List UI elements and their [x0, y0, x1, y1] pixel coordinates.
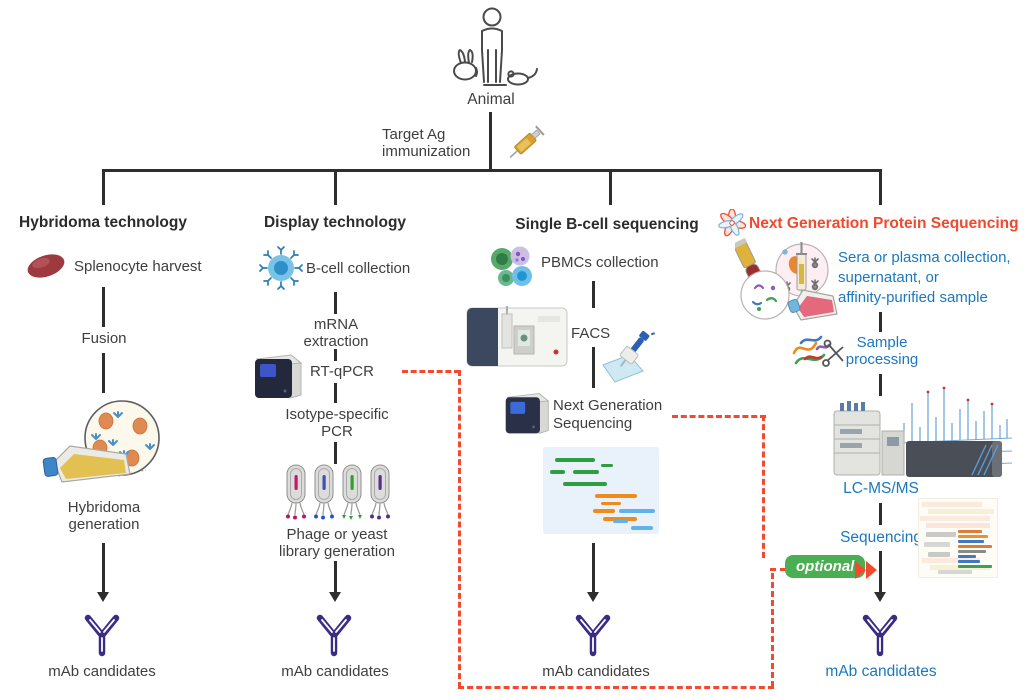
col4-step-processing: Sample processing — [845, 334, 919, 368]
antibody-icon — [84, 614, 120, 657]
col4-step-lcms: LC-MS/MS — [843, 480, 919, 497]
connector-col4-c — [879, 503, 882, 525]
connector-stub-col4 — [879, 169, 882, 205]
antibody-icon — [575, 614, 611, 657]
protein-scissors-icon — [792, 335, 844, 367]
connector-col4-b — [879, 374, 882, 396]
col3-step-facs: FACS — [571, 325, 611, 342]
connector-col1-a — [102, 287, 105, 327]
connector-stub-col1 — [102, 169, 105, 205]
dashed-path-into-badge — [770, 568, 786, 571]
dashed-path-ngs-vertical — [762, 415, 765, 558]
connector-col3-b — [592, 347, 595, 388]
dashed-path-ngs-out — [672, 415, 766, 418]
antibody-icon — [316, 614, 352, 657]
dashed-path-right-vertical — [771, 573, 774, 687]
sequence-reads-panel — [543, 447, 659, 534]
col2-final-label: mAb candidates — [281, 663, 389, 680]
col1-title: Hybridoma technology — [19, 214, 187, 231]
col3-step-ngs: Next Generation Sequencing — [553, 397, 663, 432]
phage-icons — [286, 464, 390, 520]
col4-step-sera: Sera or plasma collection, supernatant, … — [838, 249, 1011, 306]
pbmc-cells-icon — [491, 246, 532, 286]
dashed-path-bottom — [458, 686, 774, 689]
sample-collection-icons — [735, 238, 838, 321]
connector-col3-a — [592, 281, 595, 308]
sequencer-icon — [505, 392, 550, 434]
col4-final-label: mAb candidates — [825, 663, 937, 680]
spleen-icon — [27, 254, 65, 278]
animal-label: Animal — [467, 91, 515, 108]
pipette-plate-icon — [602, 330, 655, 383]
optional-arrowheads-icon — [855, 561, 877, 579]
col2-step-library: Phage or yeast library generation — [279, 526, 395, 560]
connector-col2-d — [334, 442, 337, 464]
immunization-label: Target Ag immunization — [382, 126, 471, 160]
lcms-instrument-icon — [833, 386, 1013, 477]
person-with-rabbit-and-mouse-icon — [453, 7, 538, 86]
col1-step-hybridoma: Hybridoma generation — [67, 499, 141, 533]
col2-title: Display technology — [263, 214, 407, 231]
connector-stub-col2 — [334, 169, 337, 205]
syringe-icon — [509, 125, 545, 158]
col4-arrow — [874, 551, 885, 602]
optional-badge: optional — [785, 555, 866, 578]
connector-col2-b — [334, 349, 337, 361]
protein-flower-icon — [718, 209, 746, 237]
connector-col4-a — [879, 312, 882, 332]
col3-step-pbmc: PBMCs collection — [541, 254, 659, 271]
facs-machine-icon — [466, 306, 568, 367]
connector-animal-stem — [489, 112, 492, 170]
col2-step-rtqpcr: RT-qPCR — [310, 363, 374, 380]
col4-step-sequencing: Sequencing — [840, 529, 922, 546]
col2-step-bcell: B-cell collection — [306, 260, 411, 277]
dashed-path-rtqpcr-out — [402, 370, 460, 373]
b-cell-icon — [259, 246, 303, 290]
dashed-path-left-vertical — [458, 370, 461, 688]
col1-step-splenocyte: Splenocyte harvest — [74, 258, 202, 275]
col3-final-label: mAb candidates — [542, 663, 650, 680]
connector-col2-c — [334, 383, 337, 403]
col2-step-isotype: Isotype-specific PCR — [285, 406, 389, 440]
col1-arrow — [97, 543, 108, 602]
antibody-icon — [862, 614, 898, 657]
col3-title: Single B-cell sequencing — [515, 216, 699, 233]
connector-branch-horizontal — [102, 169, 882, 172]
col3-arrow — [587, 543, 598, 602]
protein-sequence-panel — [918, 498, 998, 578]
connector-stub-col3 — [609, 169, 612, 205]
connector-col1-b — [102, 353, 105, 393]
hybridoma-flask-icon — [42, 400, 160, 483]
connector-col2-a — [334, 292, 337, 314]
col2-step-mrna: mRNA extraction — [303, 316, 369, 350]
col4-title: Next Generation Protein Sequencing — [749, 215, 1019, 232]
col2-arrow — [329, 561, 340, 602]
col1-step-fusion: Fusion — [81, 330, 127, 347]
col1-final-label: mAb candidates — [48, 663, 156, 680]
pcr-machine-icon — [255, 353, 303, 399]
